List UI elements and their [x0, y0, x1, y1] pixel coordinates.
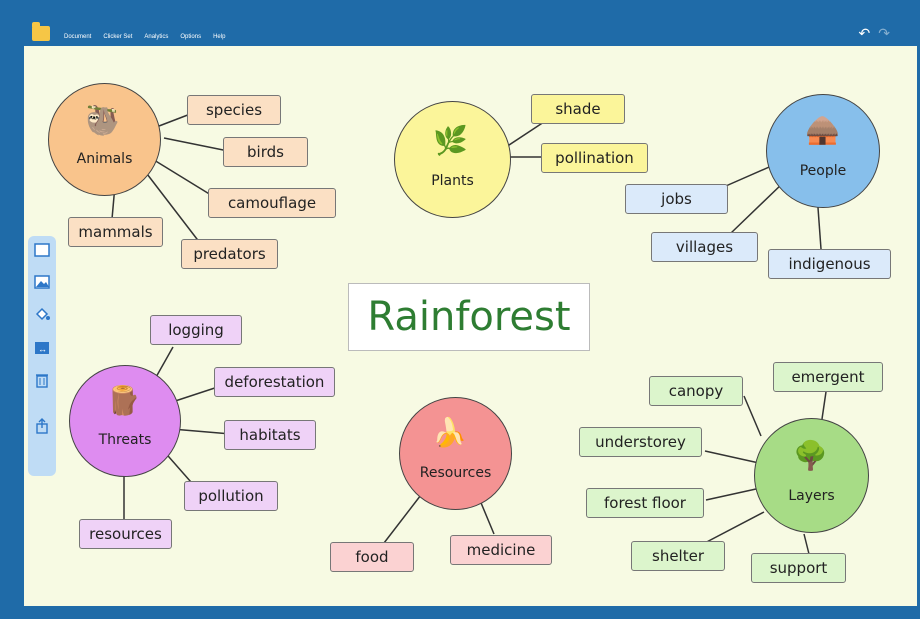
- menu-help[interactable]: Help: [213, 34, 226, 40]
- chip-birds[interactable]: birds: [223, 137, 308, 167]
- chip-indigenous[interactable]: indigenous: [768, 249, 891, 279]
- node-plants[interactable]: 🌿 Plants: [394, 101, 511, 218]
- node-label-resources: Resources: [419, 465, 492, 481]
- node-resources[interactable]: 🍌 Resources: [399, 397, 512, 510]
- trees-image: 🌳: [793, 440, 828, 471]
- chip-pollination[interactable]: pollination: [541, 143, 648, 173]
- chip-medicine[interactable]: medicine: [450, 535, 552, 565]
- side-toolbar: ↔: [28, 236, 56, 476]
- chip-deforestation[interactable]: deforestation: [214, 367, 335, 397]
- chip-shade[interactable]: shade: [531, 94, 625, 124]
- node-label-animals: Animals: [76, 151, 133, 167]
- chip-support[interactable]: support: [751, 553, 846, 583]
- menu-options[interactable]: Options: [180, 34, 202, 40]
- folder-icon[interactable]: [32, 22, 50, 41]
- menu-analytics[interactable]: Analytics: [144, 34, 169, 40]
- chip-logging[interactable]: logging: [150, 315, 242, 345]
- title-bar: Document Clicker Set Analytics Options H…: [0, 0, 920, 46]
- menu-clicker-set[interactable]: Clicker Set: [103, 34, 133, 40]
- menu-bar: Document Clicker Set Analytics Options H…: [64, 34, 225, 40]
- sloth-image: 🦥: [85, 105, 120, 136]
- chip-habitats[interactable]: habitats: [224, 420, 316, 450]
- chip-villages[interactable]: villages: [651, 232, 758, 262]
- deforestation-image: 🪵: [106, 385, 141, 416]
- resources-image: 🍌: [432, 417, 467, 448]
- chip-predators[interactable]: predators: [181, 239, 278, 269]
- share-icon[interactable]: [32, 416, 52, 436]
- plant-image: 🌿: [433, 125, 468, 156]
- node-layers[interactable]: 🌳 Layers: [754, 418, 869, 533]
- node-label-people: People: [799, 163, 847, 179]
- undo-redo-group: ↶ ↷: [859, 25, 890, 42]
- undo-icon[interactable]: ↶: [858, 25, 871, 41]
- chip-canopy[interactable]: canopy: [649, 376, 743, 406]
- node-label-layers: Layers: [788, 488, 835, 504]
- new-page-icon[interactable]: [32, 240, 52, 260]
- fill-icon[interactable]: [32, 304, 52, 324]
- chip-emergent[interactable]: emergent: [773, 362, 883, 392]
- node-label-plants: Plants: [431, 173, 474, 189]
- flip-icon[interactable]: ↔: [32, 338, 52, 358]
- chip-resources[interactable]: resources: [79, 519, 172, 549]
- trash-icon[interactable]: [32, 370, 52, 390]
- chip-understorey[interactable]: understorey: [579, 427, 702, 457]
- node-animals[interactable]: 🦥 Animals: [48, 83, 161, 196]
- hut-image: 🛖: [805, 114, 840, 145]
- chip-forest-floor[interactable]: forest floor: [586, 488, 704, 518]
- node-people[interactable]: 🛖 People: [766, 94, 880, 208]
- chip-pollution[interactable]: pollution: [184, 481, 278, 511]
- menu-document[interactable]: Document: [64, 34, 92, 40]
- image-icon[interactable]: [32, 272, 52, 292]
- svg-text:↔: ↔: [38, 344, 47, 354]
- central-topic[interactable]: Rainforest: [348, 283, 590, 351]
- node-threats[interactable]: 🪵 Threats: [69, 365, 181, 477]
- chip-food[interactable]: food: [330, 542, 414, 572]
- redo-icon[interactable]: ↷: [878, 25, 890, 41]
- chip-jobs[interactable]: jobs: [625, 184, 728, 214]
- chip-camouflage[interactable]: camouflage: [208, 188, 336, 218]
- chip-species[interactable]: species: [187, 95, 281, 125]
- node-label-threats: Threats: [98, 432, 152, 448]
- mind-map-canvas[interactable]: Rainforest 🦥 Animals 🌿 Plants 🛖 People 🪵…: [24, 46, 917, 606]
- chip-shelter[interactable]: shelter: [631, 541, 725, 571]
- chip-mammals[interactable]: mammals: [68, 217, 163, 247]
